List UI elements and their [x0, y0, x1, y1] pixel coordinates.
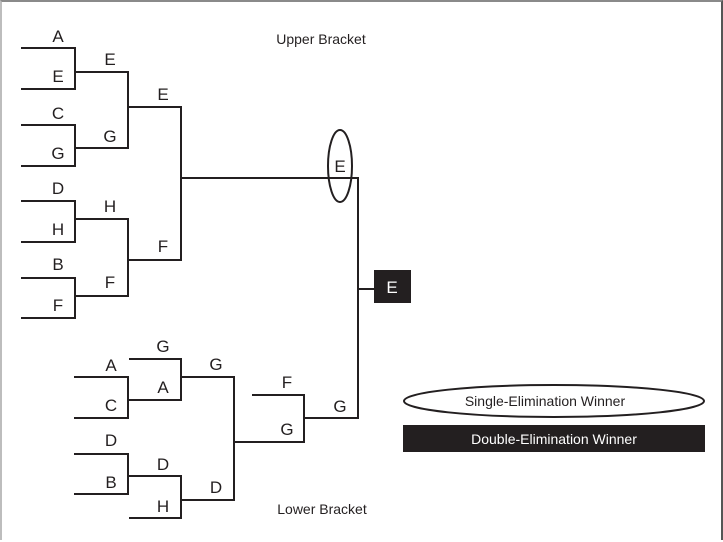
single-elimination-winner-label: E — [334, 157, 345, 176]
team-label: F — [53, 296, 63, 315]
double-elimination-winner-marker: E — [358, 270, 411, 303]
legend-single-elimination: Single-Elimination Winner — [403, 384, 705, 418]
legend-single-label: Single-Elimination Winner — [465, 393, 626, 409]
lower-r2-match-1: G A — [128, 337, 182, 401]
bracket-line — [75, 218, 129, 297]
upper-bracket: A E C G D H B F E G H F — [21, 27, 359, 419]
team-label: E — [157, 85, 168, 104]
lower-final-match: F G G — [234, 373, 347, 443]
team-label: E — [104, 50, 115, 69]
winner-box — [374, 270, 411, 303]
team-label: H — [52, 220, 64, 239]
upper-r1-match-4: B F — [21, 255, 76, 319]
team-label: D — [210, 478, 222, 497]
bracket-line — [21, 47, 76, 90]
lower-r1-match-2: D B — [74, 431, 129, 495]
team-label: F — [158, 237, 168, 256]
team-label: H — [157, 497, 169, 516]
double-elimination-winner-label: E — [386, 278, 397, 297]
legend-double-elimination: Double-Elimination Winner — [403, 425, 705, 452]
team-label: C — [52, 104, 64, 123]
upper-r1-match-1: A E — [21, 27, 76, 90]
bracket-line — [128, 358, 182, 401]
grand-final-bracket-line — [181, 177, 359, 419]
lower-bracket-title: Lower Bracket — [277, 501, 367, 517]
team-label: F — [105, 273, 115, 292]
team-label: D — [52, 179, 64, 198]
bracket-line — [21, 124, 76, 167]
team-label: B — [105, 473, 116, 492]
team-label: H — [104, 197, 116, 216]
bracket-line — [21, 200, 76, 243]
bracket-line — [74, 376, 129, 419]
team-label: D — [105, 431, 117, 450]
winner-ellipse — [327, 129, 353, 203]
team-label: B — [52, 255, 63, 274]
bracket-line — [75, 71, 129, 149]
team-label: G — [209, 355, 222, 374]
single-elimination-winner-marker: E — [327, 129, 353, 203]
lower-bracket: A C D B G A D H G D F — [74, 337, 347, 519]
upper-r2-match-1: E G — [75, 50, 129, 149]
team-label: G — [51, 144, 64, 163]
bracket-line — [128, 475, 182, 519]
bracket-line — [128, 106, 182, 261]
bracket-line — [21, 277, 76, 319]
legend: Single-Elimination Winner Double-Elimina… — [403, 384, 705, 452]
team-label: A — [52, 27, 64, 46]
team-label: A — [157, 378, 169, 397]
team-label: G — [156, 337, 169, 356]
team-label: G — [333, 397, 346, 416]
lower-r1-match-1: A C — [74, 356, 129, 419]
legend-box — [403, 425, 705, 452]
team-label: C — [105, 396, 117, 415]
lower-r3-match: G D — [181, 355, 235, 501]
team-label: D — [157, 455, 169, 474]
team-label: A — [105, 356, 117, 375]
team-label: F — [282, 373, 292, 392]
bracket-line — [181, 376, 235, 501]
upper-r1-match-3: D H — [21, 179, 76, 243]
team-label: G — [280, 420, 293, 439]
bracket-line — [74, 453, 129, 495]
upper-bracket-title: Upper Bracket — [276, 31, 366, 47]
legend-ellipse — [403, 384, 705, 418]
upper-r1-match-2: C G — [21, 104, 76, 167]
bracket-line — [234, 394, 305, 443]
upper-final-match: E F — [128, 85, 182, 261]
team-label: E — [52, 67, 63, 86]
upper-r2-match-2: H F — [75, 197, 129, 297]
legend-double-label: Double-Elimination Winner — [471, 431, 637, 447]
lower-r2-match-2: D H — [128, 455, 182, 519]
team-label: G — [103, 127, 116, 146]
